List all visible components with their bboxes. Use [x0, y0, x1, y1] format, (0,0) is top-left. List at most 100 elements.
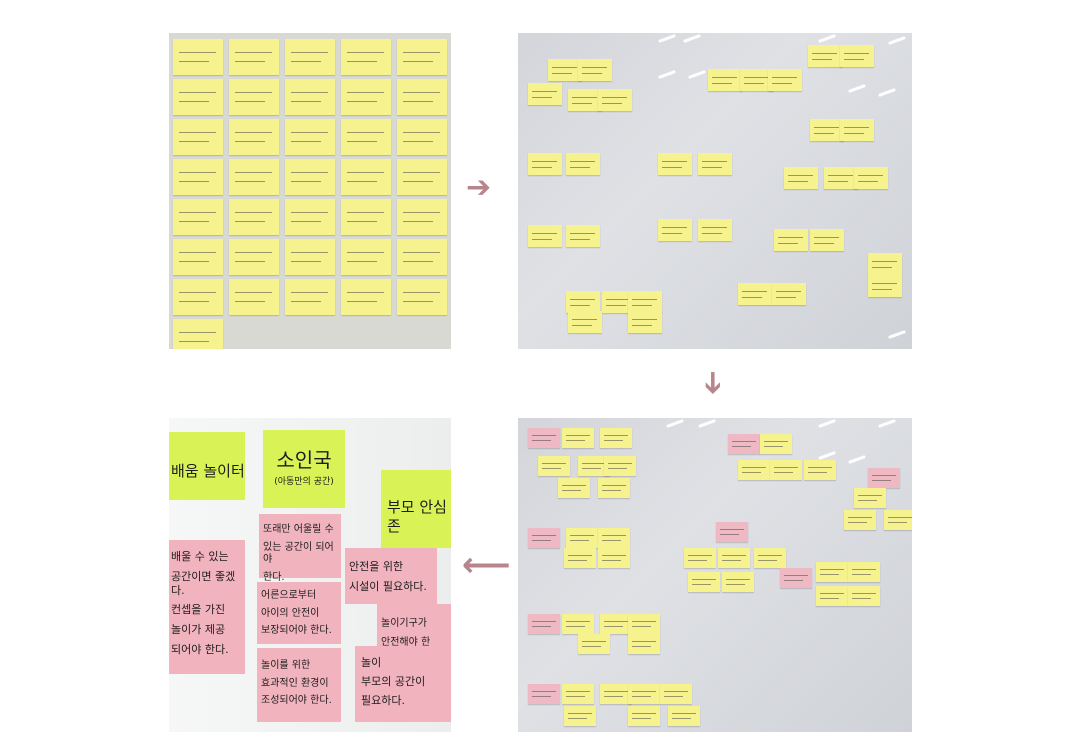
note-safety-facility: 안전을 위한 시설이 필요하다. — [345, 548, 437, 604]
sticky-note — [718, 548, 750, 568]
sticky-note — [598, 89, 632, 111]
sticky-note — [772, 283, 806, 305]
sticky-note — [568, 311, 602, 333]
sticky-note — [341, 79, 391, 115]
sticky-note — [628, 634, 660, 654]
glare-highlight — [658, 70, 676, 79]
glare-highlight — [878, 88, 896, 97]
note-peer-space: 또래만 어울릴 수 있는 공간이 되어야 한다. — [259, 514, 341, 583]
sticky-note — [229, 239, 279, 275]
sticky-note — [341, 199, 391, 235]
sticky-note — [848, 586, 880, 606]
sticky-note — [738, 460, 770, 480]
glare-highlight — [818, 34, 836, 43]
sticky-note — [808, 45, 842, 67]
sticky-note — [397, 279, 447, 315]
glare-highlight — [688, 70, 706, 79]
sticky-note — [397, 239, 447, 275]
glare-highlight — [848, 84, 866, 93]
glare-highlight — [658, 34, 676, 43]
sticky-note — [628, 291, 662, 313]
sticky-note — [173, 79, 223, 115]
sticky-note — [848, 562, 880, 582]
sticky-note — [229, 159, 279, 195]
sticky-note — [600, 614, 632, 634]
sticky-note — [528, 428, 560, 448]
sticky-note — [566, 528, 598, 548]
arrow-down-icon: ➔ — [695, 370, 731, 396]
sticky-note — [770, 460, 802, 480]
photo-grid-notes — [169, 33, 451, 349]
sticky-note — [722, 572, 754, 592]
sticky-note — [816, 586, 848, 606]
sticky-note — [562, 614, 594, 634]
note-learning-space: 배울 수 있는 공간이면 좋겠다. 컨셉을 가진 놀이가 제공 되어야 한다. — [169, 540, 245, 674]
sticky-note — [285, 239, 335, 275]
sticky-note — [628, 706, 660, 726]
note-play-environment: 놀이를 위한 효과적인 환경이 조성되어야 한다. — [257, 648, 341, 722]
sticky-note — [728, 434, 760, 454]
sticky-note — [688, 572, 720, 592]
sticky-note — [884, 510, 912, 530]
sticky-note — [397, 199, 447, 235]
sticky-note — [804, 460, 836, 480]
glare-highlight — [818, 419, 836, 428]
sticky-note — [173, 319, 223, 349]
sticky-note — [628, 614, 660, 634]
sticky-note — [285, 199, 335, 235]
sticky-note — [566, 153, 600, 175]
glare-highlight — [818, 451, 836, 460]
sticky-note — [668, 706, 700, 726]
sticky-note — [538, 456, 570, 476]
sticky-note — [854, 488, 886, 508]
note-child-safety: 어른으로부터 아이의 안전이 보장되어야 한다. — [257, 582, 341, 644]
category-label-lilliput: 소인국 (아동만의 공간) — [263, 430, 345, 508]
sticky-note — [660, 684, 692, 704]
sticky-note — [780, 568, 812, 588]
sticky-note — [173, 159, 223, 195]
note-parent-space: 놀이 부모의 공간이 필요하다. — [355, 646, 451, 722]
sticky-note — [229, 279, 279, 315]
sticky-note — [173, 279, 223, 315]
glare-highlight — [848, 455, 866, 464]
glare-highlight — [666, 419, 684, 428]
sticky-note — [528, 153, 562, 175]
sticky-note — [760, 434, 792, 454]
sticky-note — [562, 684, 594, 704]
sticky-note — [578, 456, 610, 476]
glare-highlight — [698, 419, 716, 428]
sticky-note — [566, 225, 600, 247]
glare-highlight — [878, 419, 896, 428]
sticky-note — [564, 706, 596, 726]
sticky-note — [816, 562, 848, 582]
sticky-note — [548, 59, 582, 81]
sticky-note — [229, 79, 279, 115]
sticky-note — [708, 69, 742, 91]
sticky-note — [658, 219, 692, 241]
glare-highlight — [683, 34, 701, 43]
sticky-note — [598, 548, 630, 568]
sticky-note — [600, 428, 632, 448]
sticky-note — [598, 528, 630, 548]
sticky-note — [285, 159, 335, 195]
sticky-note — [397, 119, 447, 155]
sticky-note — [562, 428, 594, 448]
sticky-note — [628, 684, 660, 704]
sticky-note — [868, 468, 900, 488]
sticky-note — [341, 39, 391, 75]
photo-zoomed-categories: 배움 놀이터 소인국 (아동만의 공간) 부모 안심존 배울 수 있는 공간이면… — [169, 418, 451, 732]
category-label-parent-safe-zone: 부모 안심존 — [381, 470, 451, 548]
sticky-note — [564, 548, 596, 568]
sticky-note — [604, 456, 636, 476]
sticky-note — [397, 39, 447, 75]
sticky-note — [658, 153, 692, 175]
sticky-note — [528, 528, 560, 548]
sticky-note — [598, 478, 630, 498]
sticky-note — [768, 69, 802, 91]
sticky-note — [528, 225, 562, 247]
sticky-note — [341, 239, 391, 275]
sticky-note — [810, 229, 844, 251]
sticky-note — [716, 522, 748, 542]
sticky-note — [774, 229, 808, 251]
sticky-note — [698, 219, 732, 241]
